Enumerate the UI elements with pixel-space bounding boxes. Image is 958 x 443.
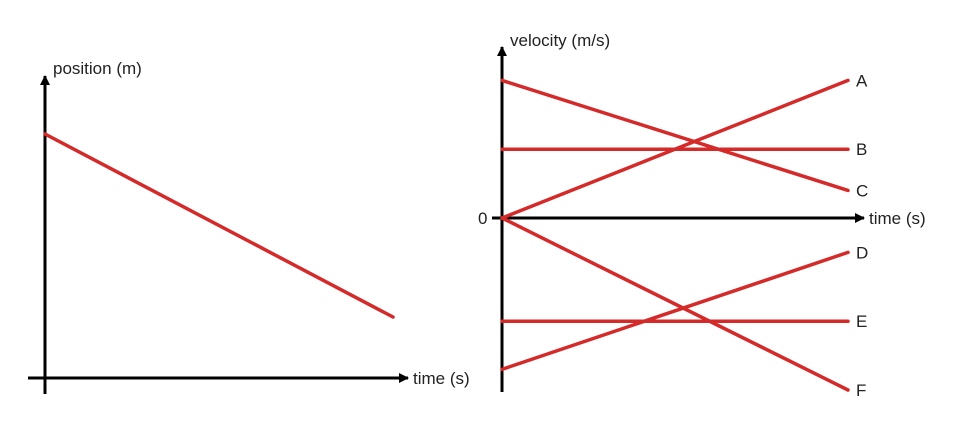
position-series-line bbox=[43, 132, 395, 319]
velocity-origin-label: 0 bbox=[478, 209, 487, 228]
velocity-series-line-c bbox=[500, 78, 850, 193]
velocity-series-line-d bbox=[500, 250, 850, 372]
velocity-series-label-d: D bbox=[856, 243, 868, 262]
velocity-series-label-f: F bbox=[856, 381, 866, 400]
velocity-x-axis-label: time (s) bbox=[869, 209, 926, 228]
velocity-series-line-f bbox=[500, 216, 850, 392]
velocity-series-group: A B C D E F bbox=[500, 71, 868, 400]
velocity-series-label-c: C bbox=[856, 181, 868, 200]
velocity-chart: velocity (m/s) time (s) 0 A B C D E F bbox=[478, 31, 926, 400]
velocity-series-label-e: E bbox=[856, 312, 867, 331]
velocity-y-axis-label: velocity (m/s) bbox=[510, 31, 610, 50]
velocity-series-label-b: B bbox=[856, 140, 867, 159]
position-y-axis-label: position (m) bbox=[53, 59, 142, 78]
velocity-series-label-a: A bbox=[856, 71, 868, 90]
position-chart: position (m) time (s) bbox=[28, 59, 470, 394]
position-x-axis-label: time (s) bbox=[413, 369, 470, 388]
position-series-group bbox=[43, 132, 395, 319]
